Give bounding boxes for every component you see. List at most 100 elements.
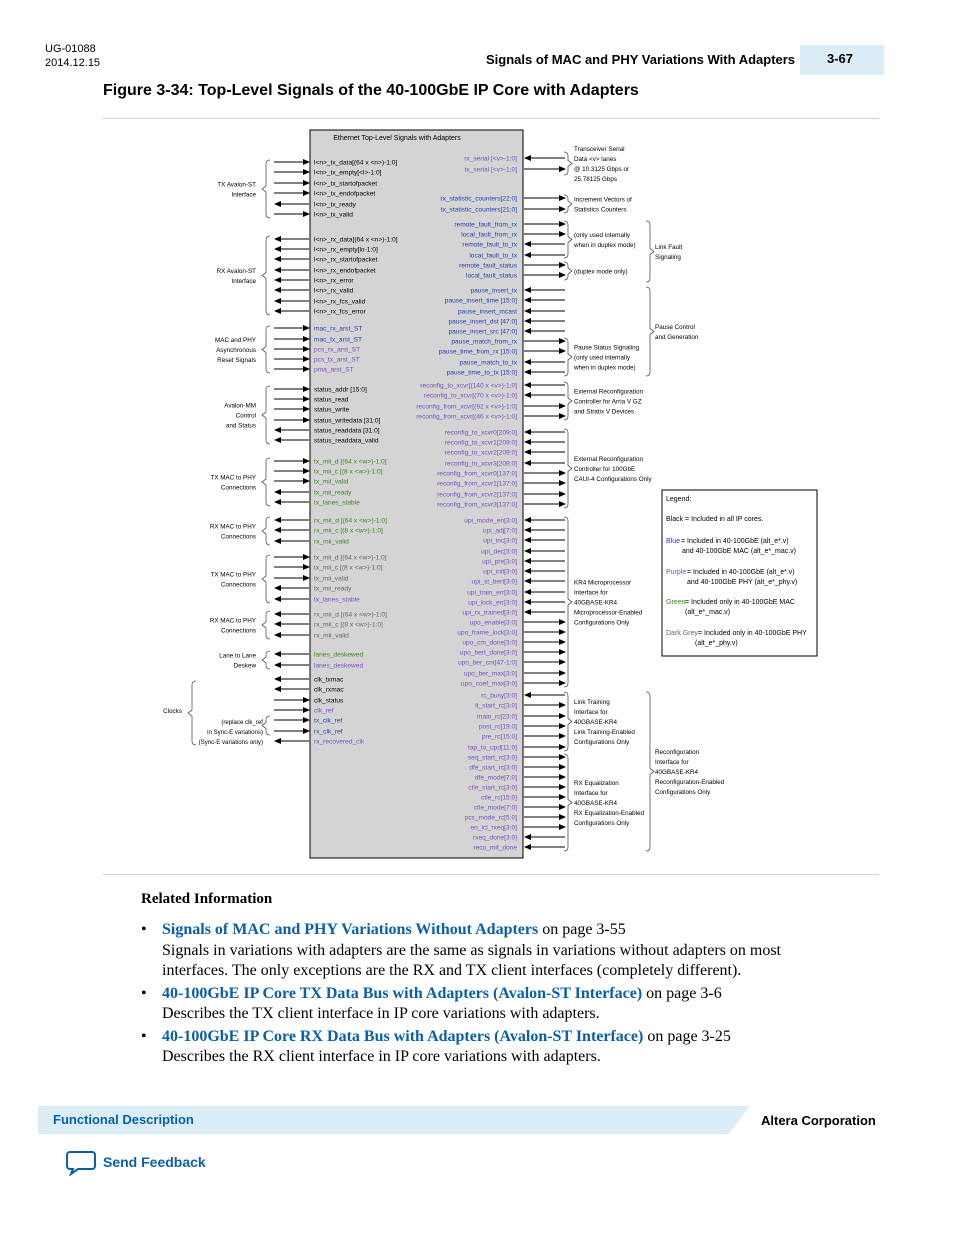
signal-label: tx_mii_valid [314, 576, 349, 583]
signal-label: tx_mii_c [(8 x <w>)-1:0] [314, 565, 383, 572]
signal-label: dfe_start_rc[3:0] [469, 765, 517, 772]
page-number: 3-67 [827, 51, 854, 66]
signal-label: tx_clk_ref [314, 718, 342, 725]
signal-label: pause_insert_src [47:0] [448, 329, 517, 336]
related-link-1[interactable]: Signals of MAC and PHY Variations Withou… [162, 921, 539, 938]
doc-date: 2014.12.15 [45, 57, 101, 69]
signal-label: tx_serial [<v>-1:0] [465, 167, 518, 174]
related-link-2[interactable]: 40-100GbE IP Core TX Data Bus with Adapt… [162, 984, 643, 1002]
signal-label: upi_init[3:0] [483, 569, 517, 576]
signal-label: upi_st_bert[3:0] [472, 579, 518, 586]
signal-label: tx_mii_valid [314, 479, 349, 486]
footer-section-band[interactable]: Functional Description [38, 1106, 750, 1134]
signal-label: reconfig_from_xcvr[(92 x <v>)-1:0] [416, 404, 517, 411]
signal-label: reconfig_to_xcvr3[209:0] [445, 461, 517, 468]
group-brace [261, 325, 271, 374]
group-label: (duplex mode only) [574, 268, 628, 275]
signal-label: l<n>_tx_endofpacket [314, 191, 375, 198]
signal-label: reconfig_from_xcvr[(46 x <v>)-1:0] [416, 414, 517, 421]
legend-dkgray-key: Dark Grey [666, 630, 698, 637]
group-brace [261, 159, 271, 219]
group-brace [563, 151, 573, 176]
signal-label: tx_lanes_stable [314, 597, 360, 604]
signal-label: tap_to_upd[11:0] [468, 745, 517, 752]
footer-section[interactable]: Functional Description [53, 1112, 194, 1127]
signal-label: seq_start_rc[3:0] [468, 755, 517, 762]
related-desc-1: Signals in variations with adapters are … [162, 941, 781, 980]
group-brace [261, 610, 271, 640]
signal-label: pause_match_from_rx [451, 339, 517, 346]
signal-label: status_readdata_valid [314, 438, 379, 445]
signal-label: l<n>_rx_fcs_valid [314, 299, 366, 306]
related-desc-2: Describes the TX client interface in IP … [162, 1005, 600, 1022]
send-feedback-link[interactable]: Send Feedback [66, 1150, 206, 1181]
signal-label: rx_mii_valid [314, 633, 349, 640]
signal-label: reconfig_from_xcvr1[137:0] [437, 481, 517, 488]
signal-label: ctle_mode[7:0] [474, 805, 517, 812]
legend-purple-key: Purple [666, 569, 686, 576]
group-brace [563, 428, 573, 509]
figure-top-rule [103, 118, 879, 119]
signal-label: reconfig_from_xcvr3[137:0] [437, 502, 517, 509]
signal-label: pause_time_to_tx [15:0] [447, 370, 518, 377]
related-item: • 40-100GbE IP Core TX Data Bus with Ada… [141, 984, 841, 1025]
signal-label: reconfig_to_xcvr1[209:0] [445, 440, 517, 447]
signal-label: upi_rx_trained[3:0] [462, 610, 517, 617]
clocks-sub-brace [261, 715, 271, 736]
signal-label: upo_bert_done[3:0] [460, 650, 517, 657]
related-item: • Signals of MAC and PHY Variations With… [141, 920, 841, 982]
signal-label: pre_rc[15:0] [482, 734, 517, 741]
signal-label: status_addr [15:0] [314, 387, 367, 394]
group-brace [563, 516, 573, 688]
related-desc-3: Describes the RX client interface in IP … [162, 1048, 601, 1065]
signal-label: ctle_rc[15:0] [481, 795, 517, 802]
legend-dkgray-2: (alt_e*_phy.v) [695, 640, 738, 647]
signal-label: lanes_deskewed [314, 652, 363, 659]
signal-label: local_fault_to_tx [469, 253, 517, 260]
block-title: Ethernet Top-Level Signals with Adapters [333, 135, 461, 142]
signal-label: rx_mii_c [(8 x <w>)-1:0] [314, 622, 383, 629]
related-link-3[interactable]: 40-100GbE IP Core RX Data Bus with Adapt… [162, 1027, 644, 1045]
signal-label: status_readdata [31:0] [314, 428, 380, 435]
document-id: UG-01088 2014.12.15 [45, 42, 100, 70]
signal-label: upi_train_err[3:0] [467, 590, 517, 597]
group-brace [563, 194, 573, 214]
signal-label: mac_rx_arst_ST [314, 326, 362, 333]
figure-title: Figure 3-34: Top-Level Signals of the 40… [103, 82, 639, 99]
related-page-3: on page 3-25 [643, 1027, 731, 1045]
signal-label: l<n>_rx_empty[lo-1:0] [314, 247, 378, 254]
legend-blue-1: = Included in 40-100GbE (alt_e*.v) [681, 538, 789, 545]
clocks-label: Clocks [163, 708, 182, 715]
signal-label: l<n>_rx_endofpacket [314, 268, 376, 275]
send-feedback-label[interactable]: Send Feedback [103, 1154, 206, 1170]
group-brace [563, 337, 573, 377]
signal-label: pause_insert_time [15:0] [445, 298, 517, 305]
group-brace [261, 650, 271, 670]
legend-blue-key: Blue [666, 538, 680, 545]
group-brace [563, 261, 573, 281]
signal-label: pause_time_from_rx [15:0] [439, 349, 518, 356]
signal-label: remote_fault_status [459, 263, 518, 270]
signal-label: status_writedata [31:0] [314, 418, 381, 425]
signal-label: pcs_mode_rc[5:0] [465, 815, 518, 822]
clocks-brace [187, 680, 197, 746]
signal-label: l<n>_tx_ready [314, 202, 356, 209]
signal-label: ctle_start_rc[3:0] [468, 785, 517, 792]
signal-label: upo_coef_max[3:0] [461, 681, 517, 688]
signal-label: reconfig_to_xcvr2[209:0] [445, 450, 517, 457]
signal-label: upi_mode_en[3:0] [464, 518, 517, 525]
signal-label: status_write [314, 407, 350, 414]
signal-label: tx_mii_ready [314, 490, 352, 497]
legend-green-1: = Included only in 40-100GbE MAC [685, 599, 795, 606]
legend-dkgray-1: = Included only in 40-100GbE PHY [698, 630, 807, 637]
